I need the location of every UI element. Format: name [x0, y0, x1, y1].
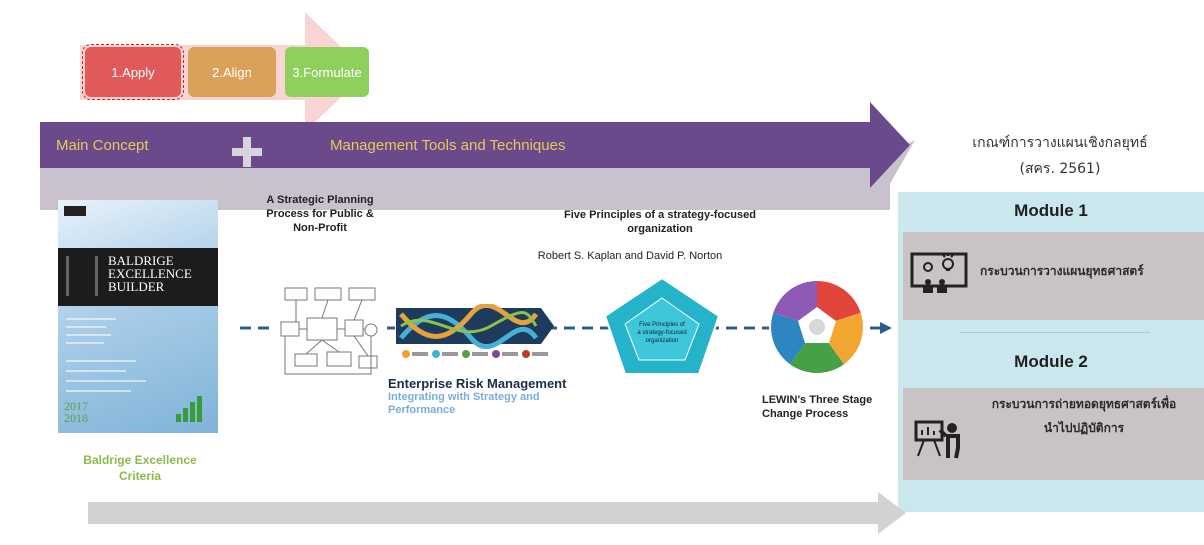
pentagon-text-2: a strategy-focused: [637, 330, 686, 336]
five-principles-pentagon: Five Principles of a strategy-focused or…: [603, 276, 721, 375]
plus-icon: [232, 137, 262, 167]
module-divider: [960, 332, 1150, 333]
step-align: 2.Align: [188, 47, 276, 97]
step-formulate: 3.Formulate: [285, 47, 369, 97]
presentation-board-icon: [910, 252, 968, 293]
step-apply: 1.Apply: [82, 44, 184, 100]
bar-chart-logo-icon: [176, 396, 208, 422]
management-tools-label: Management Tools and Techniques: [330, 137, 566, 154]
teacher-board-icon: [914, 420, 960, 459]
module-2-title: Module 2: [1014, 352, 1088, 371]
strategic-planning-title: A Strategic Planning Process for Public …: [266, 194, 374, 234]
lewin-title: LEWIN's Three Stage Change Process: [762, 394, 873, 420]
module-1-title: Module 1: [1014, 201, 1088, 220]
main-banner-arrow: [40, 102, 915, 210]
erm-subtitle: Integrating with Strategy and Performanc…: [388, 391, 540, 416]
erm-title: Enterprise Risk Management: [388, 376, 567, 391]
five-principles-authors: Robert S. Kaplan and David P. Norton: [537, 250, 723, 262]
pentagon-text-1: Five Principles of: [639, 322, 685, 328]
criteria-title: เกณฑ์การวางแผนเชิงกลยุทธ์ (สคร. 2561): [972, 135, 1148, 177]
main-concept-label: Main Concept: [56, 137, 149, 154]
module-1-box: [903, 232, 1204, 320]
process-flowchart-image: [275, 282, 387, 382]
bottom-gray-arrow: [88, 492, 906, 534]
module-2-label: กระบวนการถ่ายทอดยุทธศาสตร์เพื่อ นำไปปฏิบ…: [991, 397, 1177, 435]
baldrige-book-cover: BALDRIGE EXCELLENCE BUILDER 2017 2018: [58, 200, 218, 433]
book-year: 2017 2018: [64, 399, 88, 425]
pentagon-text-3: organization: [646, 338, 679, 344]
book-title-band: BALDRIGE EXCELLENCE BUILDER: [58, 248, 218, 306]
erm-helix-graphic: [396, 304, 554, 358]
module-1-label: กระบวนการวางแผนยุทธศาสตร์: [980, 264, 1144, 278]
dashed-timeline: [240, 322, 892, 334]
five-principles-title: Five Principles of a strategy-focused or…: [564, 209, 756, 235]
lewin-cycle-wheel: [769, 279, 865, 375]
book-caption: Baldrige Excellence Criteria: [83, 453, 197, 483]
